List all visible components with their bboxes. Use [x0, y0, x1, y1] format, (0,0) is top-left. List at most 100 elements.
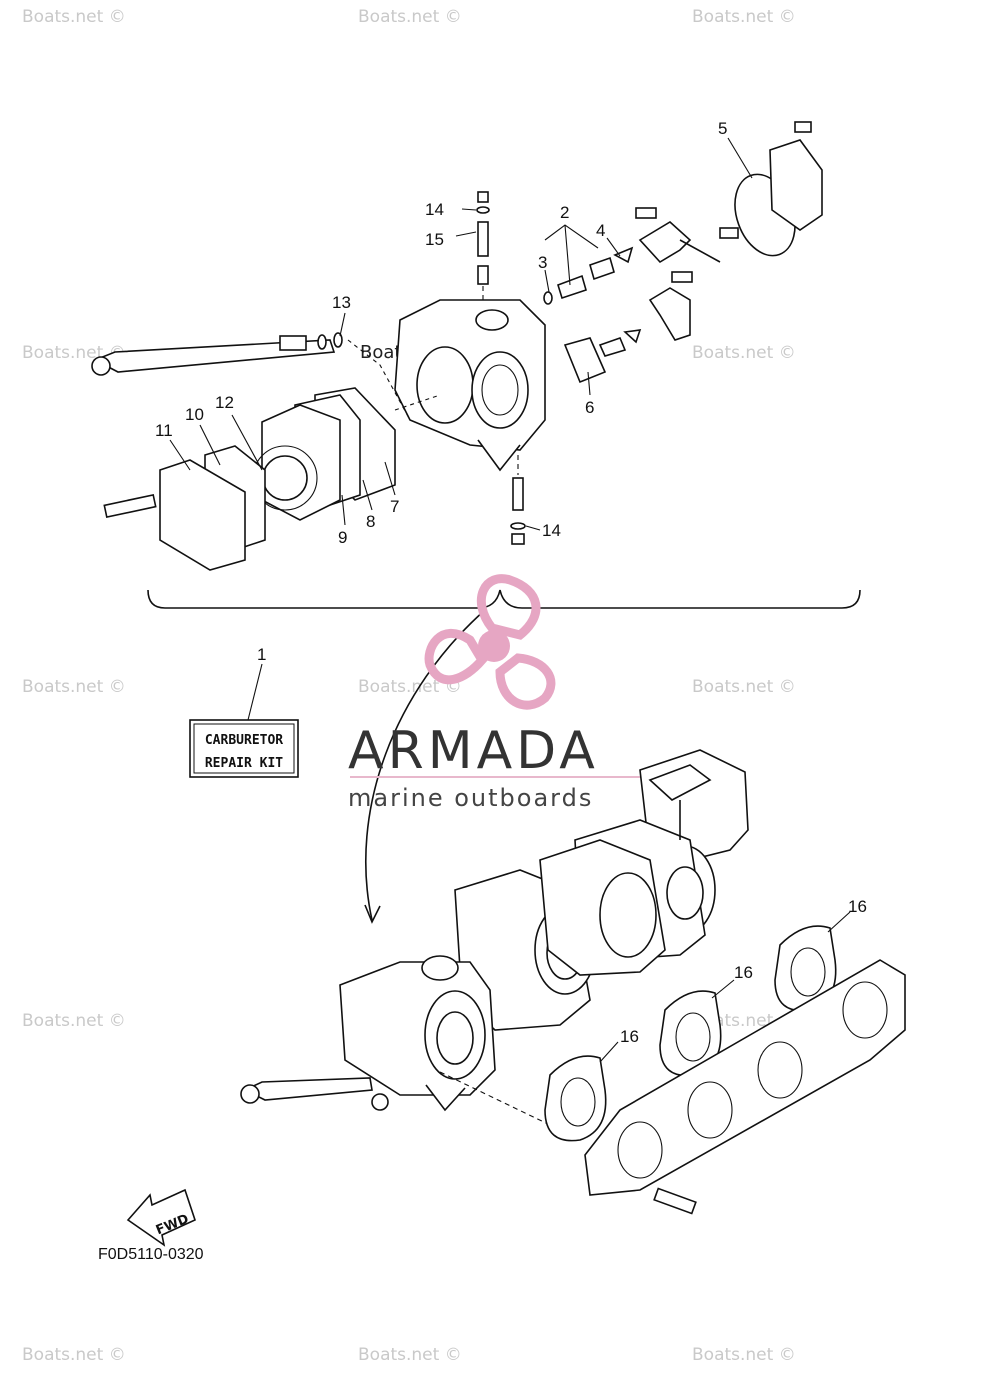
watermark: Boats.net © [22, 1011, 126, 1031]
leader-line [606, 237, 621, 257]
pilot-screw-2 [557, 274, 587, 300]
callout-number: 13 [332, 293, 351, 312]
watermark: Boats.net © [22, 1345, 126, 1365]
leader-line [384, 461, 396, 496]
watermark: Boats.net © [358, 677, 462, 697]
bolt [719, 227, 739, 239]
leader-dash [439, 1071, 551, 1126]
cap-bottom [511, 533, 525, 545]
manifold-port [687, 1081, 733, 1139]
diaphragm-cover [769, 139, 823, 231]
callout-number: 9 [338, 528, 347, 547]
manifold-port [757, 1041, 803, 1099]
bore-inner [666, 866, 704, 920]
washer [598, 336, 627, 357]
throttle-shaft [243, 1077, 373, 1101]
shaft-head [91, 356, 111, 376]
intake-manifold [584, 959, 906, 1196]
o-ring-13 [333, 332, 343, 348]
leader-line [169, 439, 191, 471]
leader-line [564, 224, 571, 286]
watermark: Boats.net © [358, 7, 462, 27]
bore-inner [481, 364, 519, 416]
callout-number: 3 [538, 253, 547, 272]
watermark: Boats.net © [692, 1345, 796, 1365]
carburetor-assembly: 16 16 16 [240, 749, 906, 1215]
fwd-arrow-icon [126, 1188, 196, 1247]
o-ring-14-top [476, 206, 490, 214]
callout-number: 4 [596, 221, 605, 240]
callout-number: 11 [155, 421, 173, 440]
watermark: Boats.net © [692, 343, 796, 363]
shaft-head [240, 1084, 260, 1104]
watermark: Boats.net © [692, 677, 796, 697]
cap-top [477, 191, 489, 203]
needle-valve-seat [475, 309, 509, 331]
leader-line [587, 371, 591, 396]
leader-line [711, 979, 735, 999]
forward-direction-indicator: FWD [126, 1188, 196, 1247]
callout-number: 10 [185, 405, 204, 424]
linkage-joint [371, 1093, 389, 1111]
main-jet [512, 477, 524, 511]
pin [679, 239, 721, 263]
manifold-port [842, 981, 888, 1039]
callout-number: 6 [585, 398, 594, 417]
leader-line [339, 312, 346, 337]
pump-bolt [103, 493, 157, 519]
callout-number: 15 [425, 230, 444, 249]
leader-line [544, 269, 550, 293]
float-bowl-drain [425, 1084, 466, 1112]
linkage-lever [648, 764, 712, 801]
leader-line [455, 231, 477, 237]
propeller-blade-icon [495, 653, 556, 710]
callout-number: 14 [542, 521, 561, 540]
kit-box [189, 719, 299, 778]
leader-line [727, 137, 753, 179]
leader-line [461, 208, 477, 211]
carburetor-bore-right [471, 351, 529, 429]
kit-label-line1: CARBURETOR [205, 733, 283, 748]
bracket [648, 287, 691, 341]
kit-label-line2: REPAIR KIT [205, 756, 283, 771]
bore-inner [436, 1011, 474, 1065]
watermark: Boats.net © [358, 1345, 462, 1365]
arrow-head [364, 904, 381, 924]
propeller-blade-icon [476, 574, 541, 640]
leader-dash [347, 339, 411, 421]
callout-number: 7 [390, 497, 399, 516]
spring [279, 335, 307, 351]
exploded-carburetor: 14 15 2 3 4 5 6 13 7 8 9 10 11 12 14 [91, 119, 823, 571]
manifold-bolt [653, 1187, 697, 1215]
gasket-hole [560, 1077, 596, 1127]
callout-number: 14 [425, 200, 444, 219]
spring [477, 265, 489, 285]
callout-number: 8 [366, 512, 375, 531]
armada-logo: ARMADA marine outboards [348, 574, 648, 812]
callout-number: 16 [620, 1027, 639, 1046]
float-bowl-drain [477, 439, 521, 472]
leader-line [362, 479, 373, 511]
leader-line [247, 663, 263, 721]
gasket-16 [544, 1055, 607, 1142]
bolt [635, 207, 657, 219]
leader-line [544, 224, 599, 249]
callout-number: 5 [718, 119, 727, 138]
gasket-hole [675, 1012, 711, 1062]
kit-box-inner [193, 723, 295, 774]
grouping-brace [147, 589, 861, 609]
watermark-layer: Boats.net © Boats.net © Boats.net © Boat… [22, 7, 796, 1365]
propeller-hub-icon [478, 630, 510, 662]
leader-line [341, 494, 346, 526]
bolt [794, 121, 812, 133]
spring-clip-4 [613, 246, 634, 264]
gasket-hole [790, 947, 826, 997]
watermark: Boats.net © [22, 677, 126, 697]
nut [623, 329, 642, 344]
callout-number: 12 [215, 393, 234, 412]
leader-line [827, 911, 851, 933]
figure-code: F0D5110-0320 [98, 1246, 204, 1263]
brand-name: ARMADA [348, 721, 599, 781]
carburetor-bore [599, 872, 657, 958]
